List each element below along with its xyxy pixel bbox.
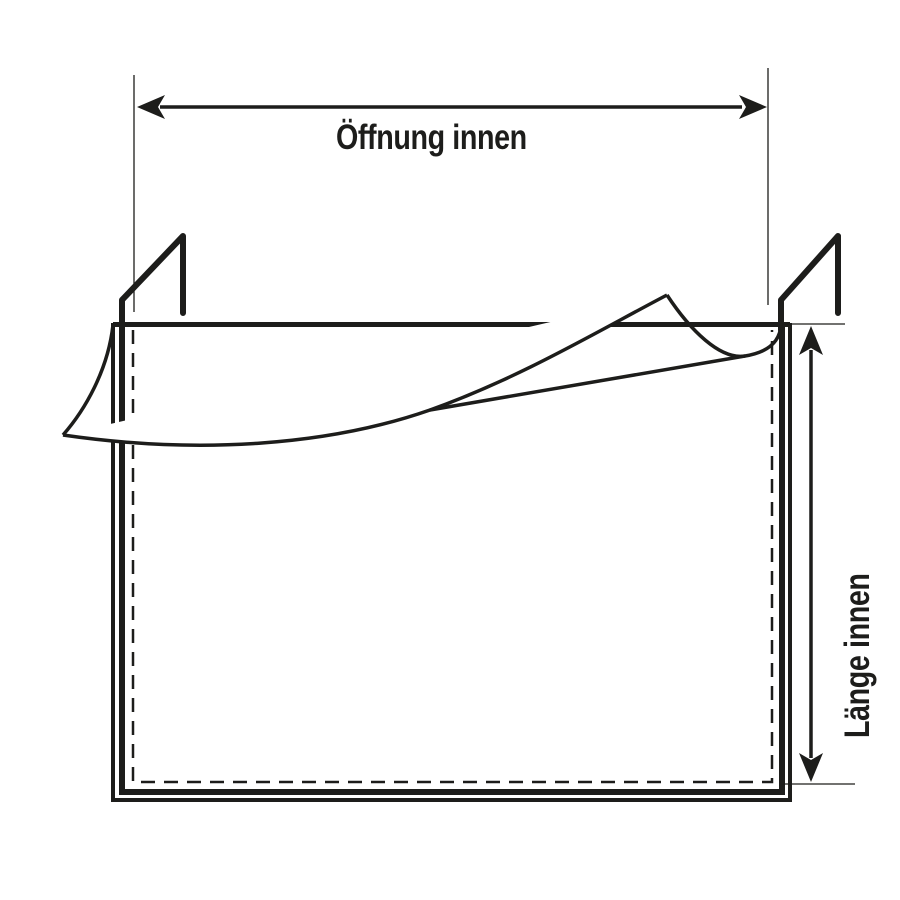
arrowhead-right-icon bbox=[739, 95, 767, 119]
right-hanging-hook bbox=[778, 233, 841, 333]
peeled-adhesive-strip-underside bbox=[429, 354, 746, 412]
arrowhead-left-icon bbox=[137, 95, 165, 119]
left-hanging-hook bbox=[119, 233, 186, 333]
peeled-adhesive-strip-bottom bbox=[62, 293, 668, 447]
pocket-front-panel bbox=[119, 325, 785, 795]
length-dimension-arrow bbox=[799, 326, 823, 782]
arrowhead-down-icon bbox=[799, 753, 823, 782]
width-extension-lines bbox=[133, 68, 769, 312]
pocket-seam-dashed bbox=[131, 330, 774, 784]
arrowhead-up-icon bbox=[799, 326, 823, 355]
length-dimension-label: Länge innen bbox=[838, 573, 877, 738]
width-dimension-arrow bbox=[137, 95, 767, 119]
length-extension-lines bbox=[782, 323, 855, 785]
peeled-adhesive-strip bbox=[61, 324, 115, 437]
width-dimension-label: Öffnung innen bbox=[336, 118, 527, 157]
